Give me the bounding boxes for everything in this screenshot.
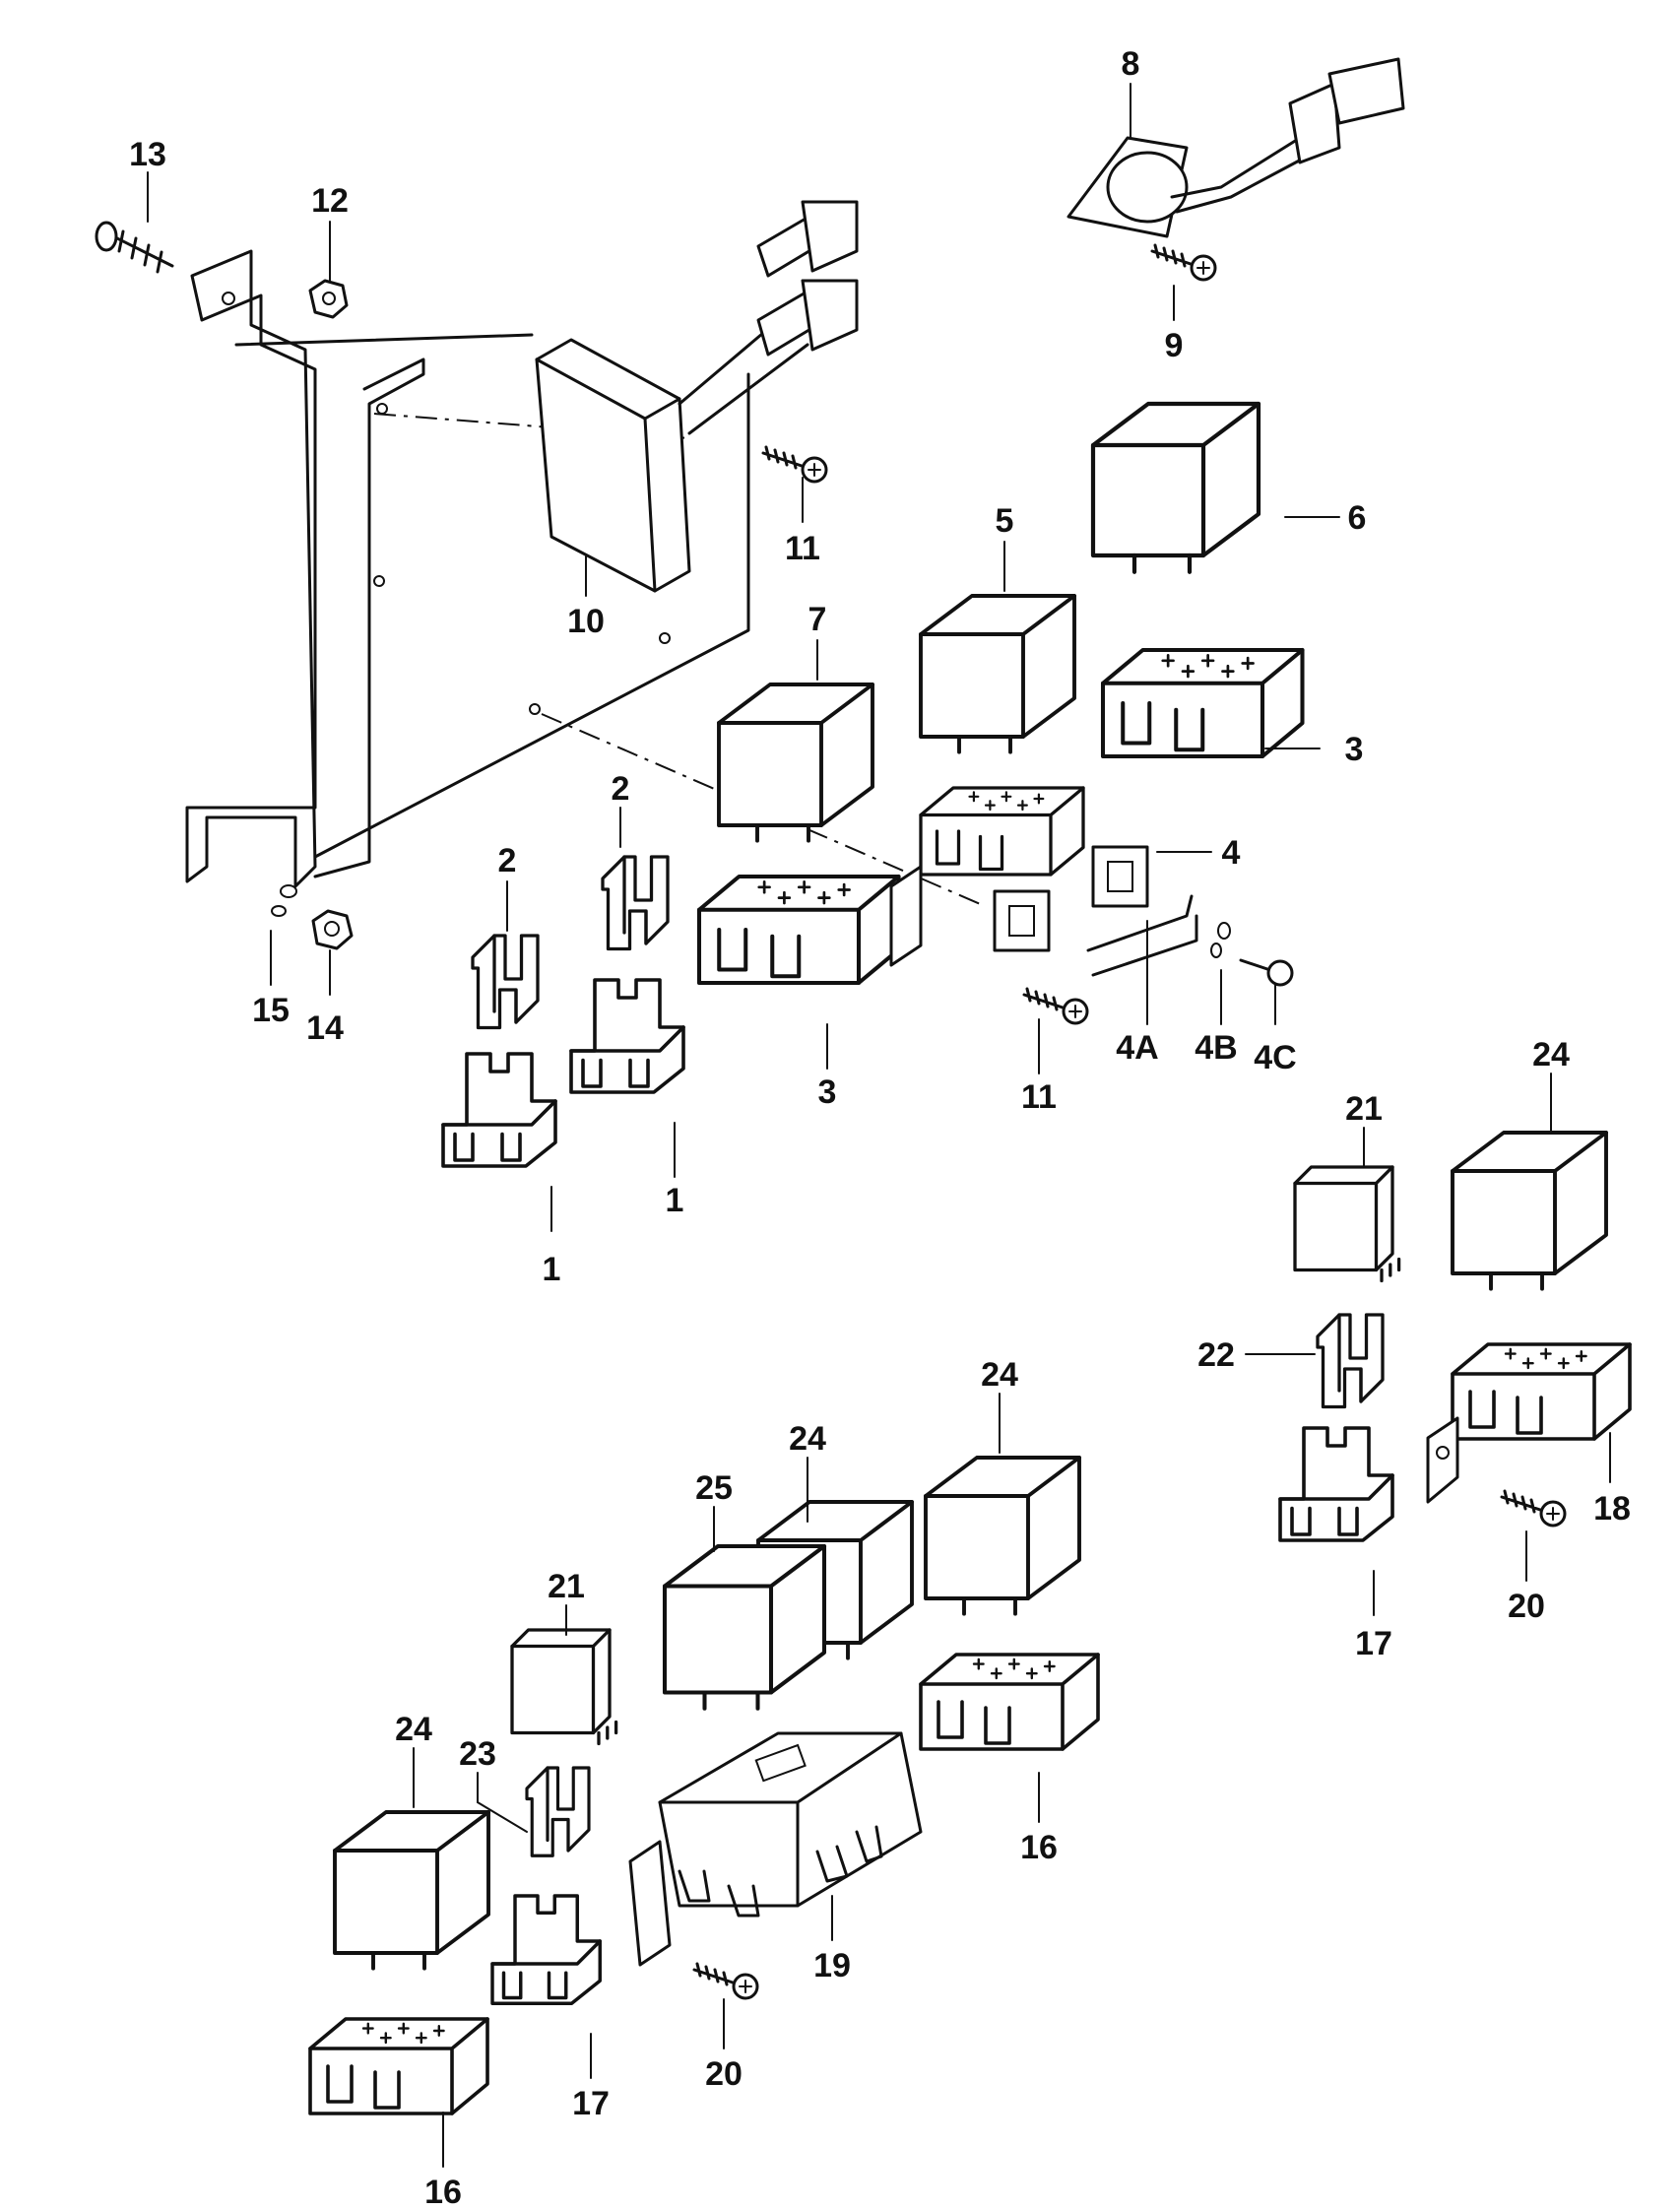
relay-part-6 (1093, 404, 1259, 572)
callout-24-pair: 24 (789, 1420, 826, 1458)
callout-18: 18 (1593, 1490, 1631, 1528)
callout-11-upper: 11 (785, 530, 820, 567)
nut-part-12 (308, 279, 349, 319)
screw-part-11-lower (1022, 987, 1089, 1025)
socket-part-16-middle (919, 1653, 1100, 1751)
holder-part-17-right (1278, 1426, 1394, 1542)
callout-4b: 4B (1195, 1029, 1237, 1067)
washer-part-15 (271, 884, 297, 917)
clip-part-22 (1316, 1313, 1385, 1409)
screw-part-9 (1150, 243, 1217, 282)
bolt-part-13 (95, 221, 174, 274)
callout-21-right: 21 (1345, 1090, 1383, 1128)
clip-part-23 (525, 1766, 591, 1857)
relay-panel-part-19 (628, 1731, 923, 1967)
relay-part-5 (919, 594, 1076, 754)
callout-16-left: 16 (424, 2174, 462, 2211)
callout-labels: 13 12 8 9 11 10 5 6 7 3 4 2 2 3 11 4A 4B… (129, 45, 1631, 2211)
callout-2-left: 2 (498, 842, 517, 879)
relay-part-24-middle (924, 1456, 1081, 1616)
callout-25: 25 (695, 1469, 733, 1507)
callout-2-right: 2 (612, 770, 630, 808)
small-relay-part-21-right (1293, 1165, 1401, 1283)
callout-17-right: 17 (1355, 1625, 1392, 1662)
callout-5: 5 (996, 502, 1014, 540)
callout-7: 7 (808, 601, 827, 638)
holder-part-1-lower (441, 1052, 557, 1168)
callout-16-middle: 16 (1020, 1829, 1058, 1866)
callout-3-right: 3 (1345, 731, 1364, 768)
relay-part-24-right (1451, 1131, 1608, 1291)
callout-19: 19 (813, 1947, 851, 1984)
callout-17-left: 17 (572, 2085, 610, 2122)
callout-4c: 4C (1254, 1039, 1296, 1076)
nut-part-14 (311, 909, 354, 950)
callout-1-lower: 1 (543, 1251, 561, 1288)
relay-part-7 (717, 683, 874, 843)
socket-part-18 (1426, 1342, 1632, 1504)
callout-4a: 4A (1116, 1029, 1158, 1067)
control-unit (535, 200, 859, 593)
holder-part-17-left (490, 1894, 602, 2005)
callout-3-left: 3 (818, 1073, 837, 1111)
screw-part-11-upper (761, 445, 828, 484)
sensor-with-cable (1066, 57, 1405, 238)
callout-9: 9 (1165, 327, 1184, 364)
callout-13: 13 (129, 136, 166, 173)
callout-24-middle: 24 (981, 1356, 1018, 1394)
callout-24-left: 24 (395, 1711, 432, 1748)
clip-part-2-left (471, 934, 540, 1030)
callout-11-lower: 11 (1021, 1078, 1057, 1116)
callout-20-left: 20 (705, 2055, 743, 2093)
screw-part-20-right (1500, 1489, 1567, 1528)
callout-8: 8 (1122, 45, 1140, 83)
relay-socket-part-4 (889, 786, 1149, 967)
callout-20-right: 20 (1508, 1588, 1545, 1625)
callout-24-right: 24 (1532, 1036, 1570, 1073)
callout-1-upper: 1 (666, 1182, 684, 1219)
leader-lines (147, 83, 1611, 2168)
relay-part-24-left (333, 1810, 490, 1971)
callout-23: 23 (459, 1735, 496, 1773)
callout-21-left: 21 (548, 1568, 585, 1605)
callout-12: 12 (311, 182, 349, 220)
washer-part-4b (1210, 922, 1231, 958)
callout-10: 10 (567, 603, 605, 640)
holder-part-1-upper (569, 978, 685, 1094)
callout-22: 22 (1197, 1336, 1235, 1374)
callout-14: 14 (306, 1009, 344, 1047)
bracket-part-4a (1086, 894, 1198, 977)
callout-15: 15 (252, 992, 290, 1029)
socket-part-3-left (699, 877, 899, 983)
clip-part-2-right (601, 855, 670, 951)
screw-part-20-left (692, 1962, 759, 2000)
screw-part-4c (1239, 958, 1294, 987)
socket-part-3-right (1103, 650, 1303, 756)
socket-part-16-left (308, 2017, 489, 2115)
callout-4: 4 (1222, 834, 1241, 872)
callout-6: 6 (1348, 499, 1367, 537)
small-relay-part-21-left (510, 1628, 618, 1746)
relay-part-25 (665, 1546, 824, 1709)
